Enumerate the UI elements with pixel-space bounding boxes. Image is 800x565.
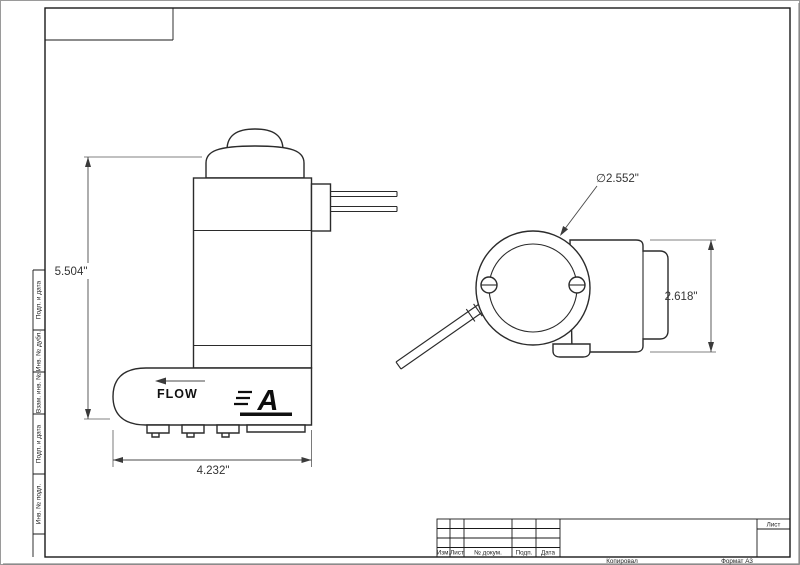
pump-outer-circle xyxy=(475,230,591,346)
logo-letter: A xyxy=(257,385,279,417)
bracket-bottom-tab xyxy=(552,343,591,358)
dim-height-arrow-top xyxy=(85,157,91,167)
dim-width-extension-lines xyxy=(112,430,312,467)
brand-logo: A xyxy=(234,385,292,417)
tb-col-data: Дата xyxy=(541,550,555,557)
stamp-inv-podl: Инв. № подл. xyxy=(36,484,43,525)
dim-bracket-arrow-top xyxy=(708,240,714,250)
tb-col-podp: Подп. xyxy=(516,550,533,557)
flow-marking: FLOW xyxy=(155,377,205,401)
dim-diameter-leader xyxy=(560,185,598,235)
title-block-grid xyxy=(437,519,790,557)
fitting-collar xyxy=(465,303,483,322)
pump-mounting-feet xyxy=(146,424,306,438)
stamp-inv-dubl: Инв. № дубл. xyxy=(35,331,43,371)
side-stamp-column: Подп. и дата Инв. № дубл. Взам. инв. № П… xyxy=(32,269,45,557)
dimension-height: 5.504" xyxy=(47,156,202,420)
dim-height-arrow-bottom xyxy=(85,409,91,419)
dim-bracket-extension-lines xyxy=(650,239,716,353)
pump-end-view xyxy=(395,230,669,370)
pump-fitting-block xyxy=(310,183,332,232)
dim-diameter-arrow xyxy=(560,226,569,236)
side-stamp-grid xyxy=(32,269,45,557)
title-block: Изм. Лист № докум. Подп. Дата Лист Копир… xyxy=(436,518,791,565)
dimension-width: 4.232" xyxy=(112,430,312,477)
dimension-bracket-height: 2.618" xyxy=(650,239,716,353)
dim-width-arrow-right xyxy=(301,457,312,463)
tb-col-izm: Изм. xyxy=(437,550,451,557)
stamp-podp-data-1: Подп. и дата xyxy=(36,280,43,319)
page-shadow-edge xyxy=(3,3,800,565)
tb-col-docnum: № докум. xyxy=(474,550,502,557)
copied-label: Копировал xyxy=(606,558,638,565)
tb-sheet-label: Лист xyxy=(767,522,781,529)
dim-height-text-bg xyxy=(47,263,95,279)
stamp-vzam-inv: Взам. инв. № xyxy=(36,373,43,413)
pump-top-dome xyxy=(226,128,284,151)
pump-wire-tubes xyxy=(330,190,398,213)
inner-frame xyxy=(44,7,791,558)
dim-height-text: 5.504" xyxy=(55,266,88,278)
format-label: Формат A3 xyxy=(721,558,753,565)
flow-label: FLOW xyxy=(157,387,198,401)
dim-width-arrow-left xyxy=(113,457,123,463)
dim-width-text: 4.232" xyxy=(197,465,230,477)
pump-body xyxy=(192,177,313,369)
pump-side-view: FLOW A xyxy=(112,128,398,438)
pump-cap xyxy=(205,145,305,179)
dim-bracket-text: 2.618" xyxy=(665,291,698,303)
corner-table xyxy=(45,8,174,41)
pump-body-joint-lines xyxy=(193,229,312,347)
dim-diameter-text: ∅2.552" xyxy=(596,173,639,185)
logo-speed-lines xyxy=(234,390,252,406)
dimension-diameter: ∅2.552" xyxy=(560,173,639,236)
logo-wordmark-bar xyxy=(240,412,292,416)
dim-bracket-arrow-bottom xyxy=(708,342,714,352)
flow-arrow-head xyxy=(155,377,166,385)
stamp-podp-data-2: Подп. и дата xyxy=(36,424,43,463)
pump-base xyxy=(112,367,313,426)
tb-col-list: Лист xyxy=(450,550,464,557)
